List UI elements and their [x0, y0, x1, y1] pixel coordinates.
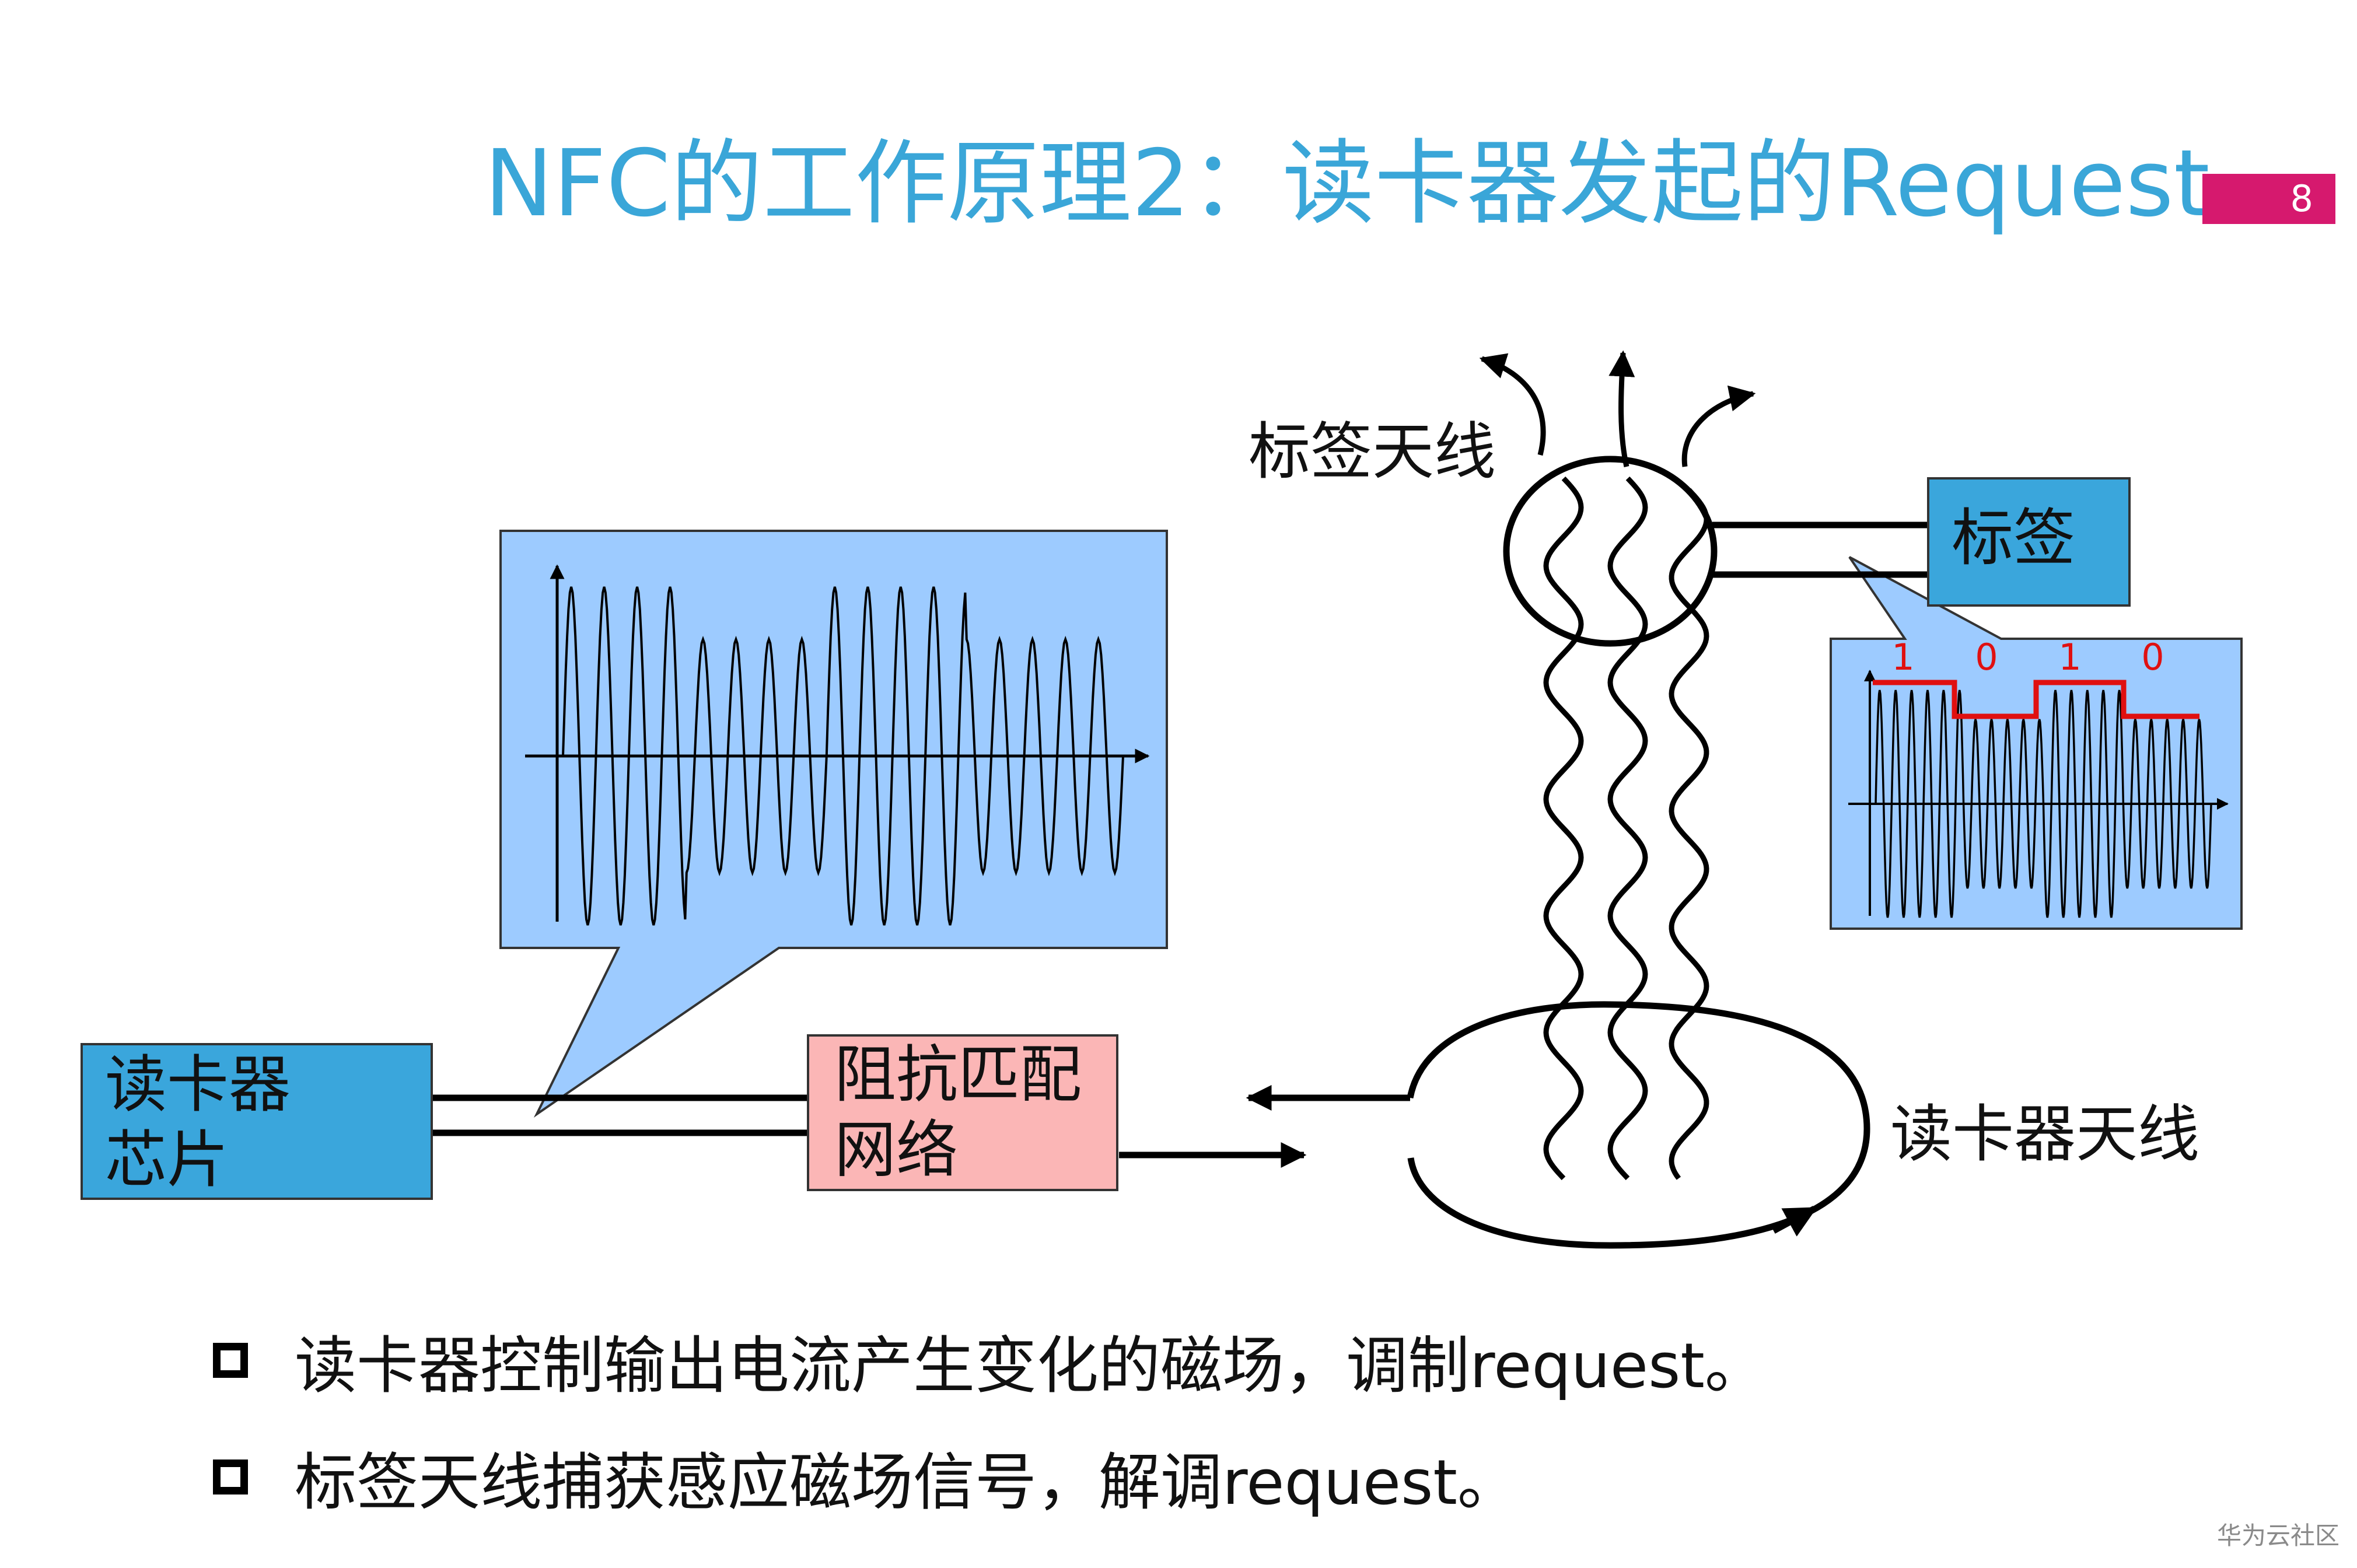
- magnetic-field-line: [1669, 488, 1709, 1180]
- impedance-network-box: [807, 1034, 1118, 1191]
- page-number-badge: 8: [2202, 174, 2335, 224]
- tag-label: 标签: [1952, 502, 2075, 574]
- bit-label: 1: [2058, 636, 2081, 678]
- reader-antenna-loop: [1407, 1001, 1870, 1249]
- bit-label: 0: [2141, 636, 2164, 678]
- left-waveform: [562, 586, 1124, 926]
- reader-chip-line: 芯片: [105, 1124, 229, 1196]
- reader-chip-line: 读卡器: [105, 1049, 291, 1121]
- tag-antenna-loop: [1503, 456, 1718, 647]
- bit-label: 1: [1891, 636, 1914, 678]
- field-arrow-left: [1479, 353, 1546, 456]
- reader-chip-label: 读卡器 芯片: [105, 1047, 291, 1198]
- bullet-text: 标签天线捕获感应磁场信号，解调request。: [295, 1447, 1519, 1518]
- magnetic-field-line: [1607, 476, 1648, 1181]
- field-arrow-center: [1608, 350, 1635, 467]
- right-waveform: [1875, 690, 2212, 918]
- bullet-item: 标签天线捕获感应磁场信号，解调request。: [213, 1432, 1519, 1522]
- watermark: 华为云社区: [2216, 1521, 2339, 1550]
- reader-chip-box: [81, 1043, 433, 1200]
- bullet-square-icon: [213, 1343, 248, 1378]
- bullet-square-icon: [213, 1460, 248, 1494]
- reader-antenna-direction-arrow: [1772, 1206, 1817, 1237]
- field-arrow-right: [1681, 385, 1756, 467]
- tag-antenna-label: 标签天线: [1249, 416, 1496, 488]
- magnetic-field-line: [1543, 476, 1584, 1181]
- tag-box: [1927, 477, 2131, 607]
- page-title: NFC的工作原理2：读卡器发起的Request: [484, 130, 2210, 237]
- bit-envelope-line: [1873, 680, 2199, 719]
- reader-antenna-label: 读卡器天线: [1890, 1098, 2199, 1170]
- bullet-text: 读卡器控制输出电流产生变化的磁场，调制request。: [295, 1330, 1767, 1402]
- callout-panel-right: [1830, 556, 2243, 930]
- impedance-line: 网络: [834, 1114, 958, 1186]
- impedance-line: 阻抗匹配: [834, 1039, 1082, 1111]
- bullet-item: 读卡器控制输出电流产生变化的磁场，调制request。: [213, 1315, 1767, 1405]
- bit-label: 0: [1975, 636, 1998, 678]
- callout-panel-left: [499, 530, 1168, 1118]
- impedance-network-label: 阻抗匹配 网络: [834, 1037, 1082, 1188]
